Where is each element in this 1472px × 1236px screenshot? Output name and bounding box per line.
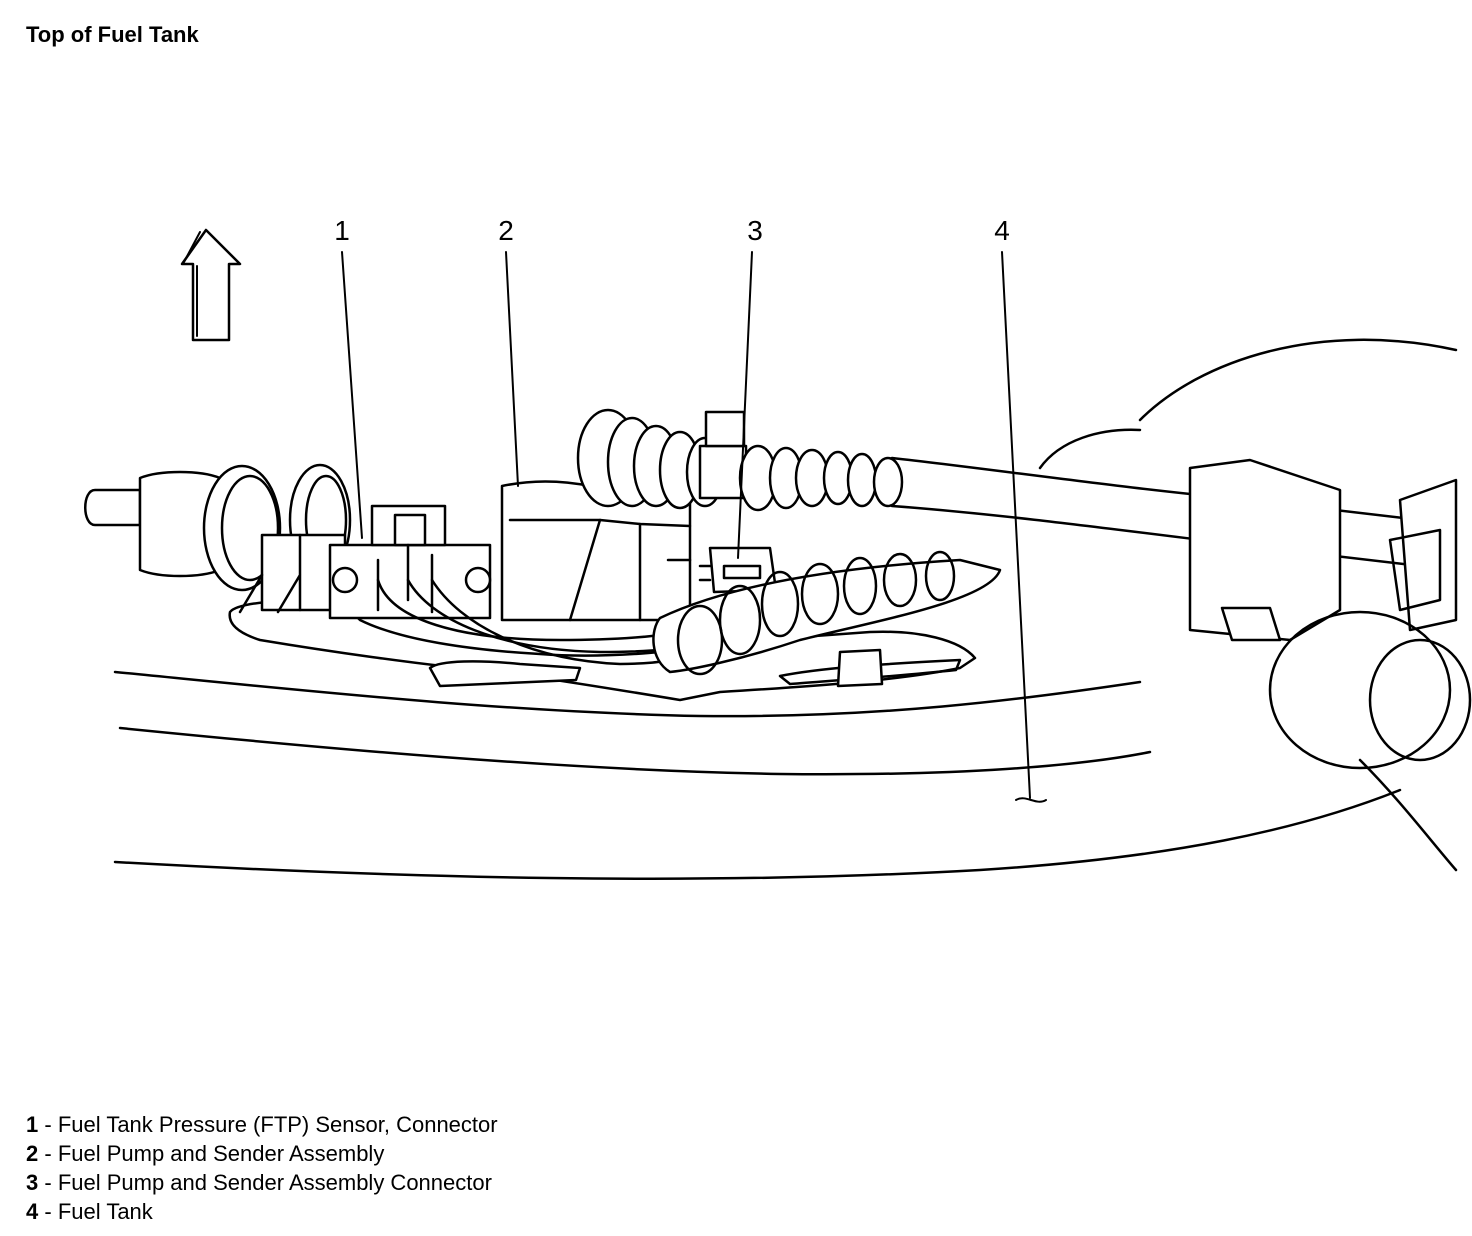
- legend-number: 2: [26, 1141, 39, 1166]
- fuel-tank-body: [113, 670, 1458, 880]
- legend-separator: -: [38, 1141, 58, 1166]
- callout-3: 3: [747, 215, 763, 246]
- legend-item: 3 - Fuel Pump and Sender Assembly Connec…: [26, 1168, 498, 1197]
- legend-separator: -: [38, 1112, 58, 1137]
- legend-number: 4: [26, 1199, 39, 1224]
- callout-2: 2: [498, 215, 514, 246]
- corrugated-hose: [576, 408, 904, 512]
- main-fuel-line: [890, 338, 1472, 770]
- legend-item: 4 - Fuel Tank: [26, 1197, 498, 1226]
- leader-lines: [341, 251, 1047, 803]
- page-title: Top of Fuel Tank: [26, 22, 199, 47]
- callout-4: 4: [994, 215, 1010, 246]
- legend-text: Fuel Tank Pressure (FTP) Sensor, Connect…: [57, 1112, 498, 1137]
- legend-text: Fuel Pump and Sender Assembly: [57, 1141, 385, 1166]
- legend-item: 1 - Fuel Tank Pressure (FTP) Sensor, Con…: [26, 1110, 498, 1139]
- up-arrow-icon: [180, 228, 242, 342]
- legend-number: 1: [26, 1112, 39, 1137]
- legend-separator: -: [38, 1199, 58, 1224]
- sender-flange: [228, 598, 977, 702]
- legend-item: 2 - Fuel Pump and Sender Assembly: [26, 1139, 498, 1168]
- legend-text: Fuel Pump and Sender Assembly Connector: [57, 1170, 492, 1195]
- legend-text: Fuel Tank: [57, 1199, 153, 1224]
- callout-1: 1: [334, 215, 350, 246]
- legend-number: 3: [26, 1170, 39, 1195]
- legend-separator: -: [38, 1170, 58, 1195]
- legend: 1 - Fuel Tank Pressure (FTP) Sensor, Con…: [26, 1110, 498, 1226]
- harness-sleeve: [652, 550, 1002, 676]
